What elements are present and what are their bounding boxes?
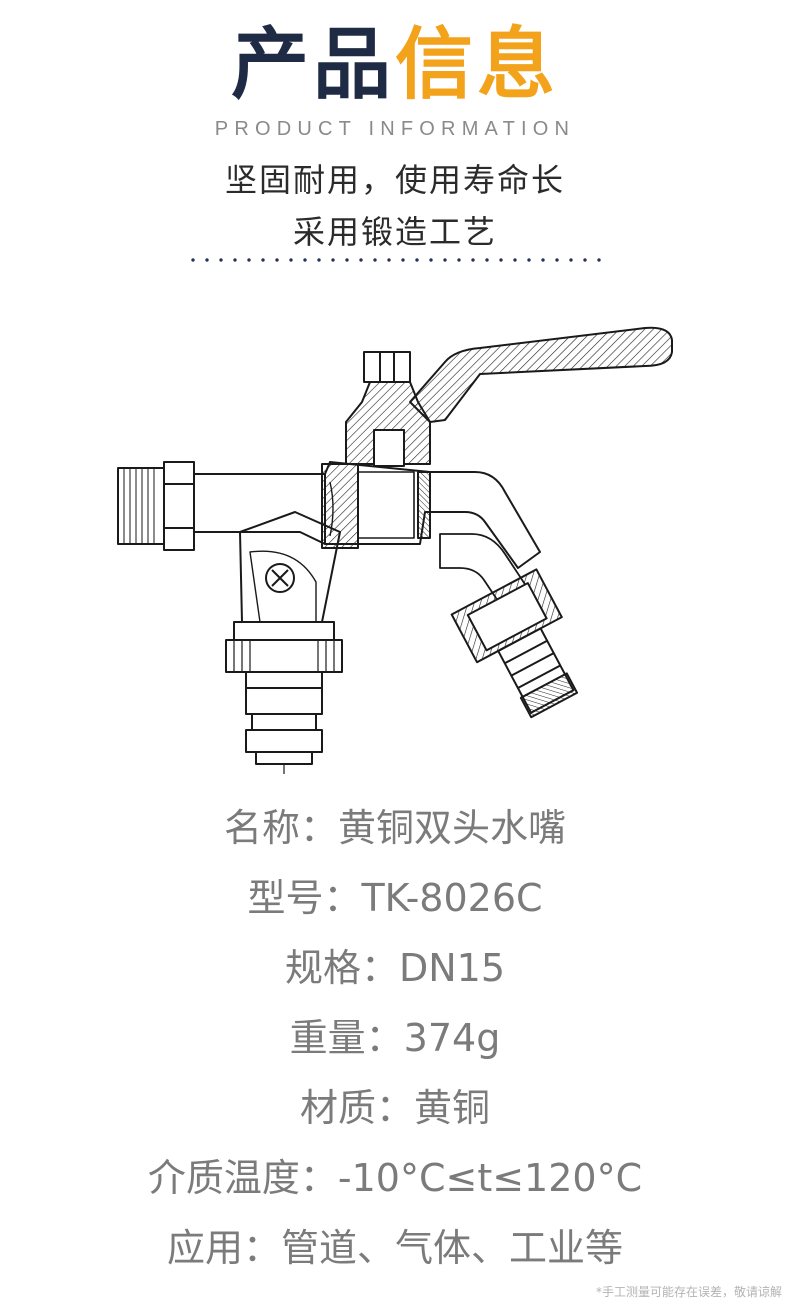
stem-nut xyxy=(363,351,411,383)
lower-quick-connector xyxy=(245,671,323,715)
spec-temperature: 介质温度：-10°C≤t≤120°C xyxy=(147,1156,643,1200)
spec-application: 应用：管道、气体、工业等 xyxy=(166,1226,623,1270)
hose-coupling-right xyxy=(450,568,579,719)
spec-weight: 重量：374g xyxy=(289,1016,501,1060)
inlet-thread xyxy=(117,467,165,545)
main-body xyxy=(193,461,541,569)
spec-size: 规格：DN15 xyxy=(284,946,506,990)
lower-valve-body xyxy=(239,511,341,623)
measurement-footnote: *手工测量可能存在误差，敬请谅解 xyxy=(595,1285,782,1299)
lever-handle xyxy=(409,326,673,423)
subtitle-english: PRODUCT INFORMATION xyxy=(214,118,576,140)
lower-coupling-nut xyxy=(225,639,343,673)
title-dark-part: 产品 xyxy=(230,20,395,110)
spec-name: 名称：黄铜双头水嘴 xyxy=(223,806,566,850)
slogan-line-1: 坚固耐用，使用寿命长 xyxy=(224,161,565,199)
faucet-technical-drawing xyxy=(117,326,673,774)
slogan-line-2: 采用锻造工艺 xyxy=(292,213,497,251)
spec-model: 型号：TK-8026C xyxy=(247,876,543,920)
title-accent-part: 信息 xyxy=(395,20,560,110)
spec-material: 材质：黄铜 xyxy=(299,1086,490,1130)
thread-lines xyxy=(123,468,155,544)
page-title: 产品信息 xyxy=(0,20,790,110)
lower-handle-screw xyxy=(265,563,295,593)
hex-nut xyxy=(163,461,195,551)
dotted-divider xyxy=(186,257,606,263)
